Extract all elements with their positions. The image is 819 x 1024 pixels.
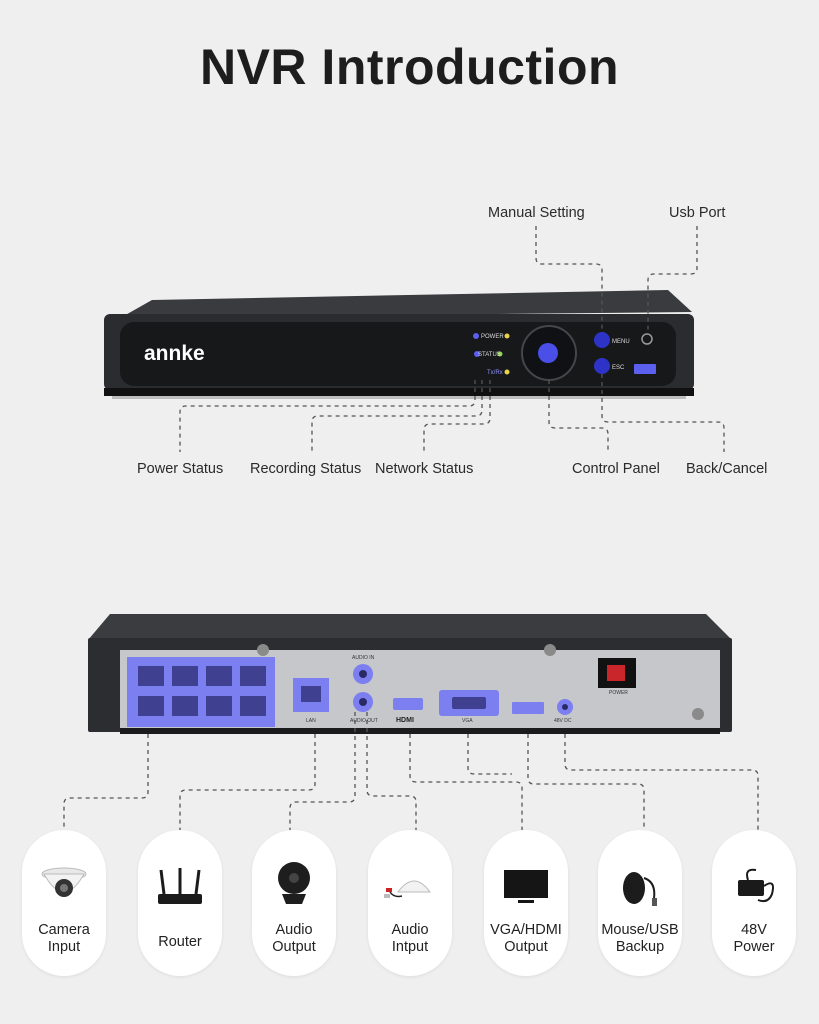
card-caption-line2: Power: [733, 939, 775, 955]
hdmi-label: HDMI: [396, 717, 414, 724]
label-power-status: Power Status: [137, 461, 224, 477]
card-caption-line1: Camera: [38, 922, 90, 938]
card-caption-line2: Output: [272, 939, 316, 955]
rear-usb-port[interactable]: [512, 702, 544, 714]
card-caption-line2: Backup: [615, 939, 665, 955]
label-network-status: Network Status: [375, 461, 474, 477]
audio-out-label: AUDIO OUT: [350, 718, 378, 724]
card-caption-line2: Intput: [391, 939, 429, 955]
led-label-status: STATUS: [478, 352, 501, 358]
menu-button[interactable]: [594, 332, 610, 348]
label-manual-setting: Manual Setting: [488, 205, 585, 221]
power-adapter-icon: [738, 868, 774, 903]
led-label-txrx: Tx/Rx: [487, 370, 503, 376]
lan-label: LAN: [306, 718, 316, 724]
page-title: NVR Introduction: [199, 39, 620, 95]
audio-in-label: AUDIO IN: [352, 655, 375, 661]
microphone-icon: [384, 880, 431, 898]
esc-label: ESC: [612, 365, 625, 371]
nvr-front-unit: annke POWER STATUS Tx/Rx MENU ESC: [104, 290, 694, 399]
speaker-icon: [278, 862, 310, 904]
router-icon: [158, 868, 202, 904]
menu-label: MENU: [612, 339, 630, 345]
mouse-icon: [623, 872, 657, 906]
hdmi-port[interactable]: [393, 698, 423, 710]
card-caption-line1: 48V: [741, 922, 767, 938]
label-recording-status: Recording Status: [250, 461, 362, 477]
nvr-rear-unit: LAN AUDIO IN AUDIO OUT HDMI VGA 48V DC P…: [88, 614, 732, 734]
card-caption-line2: Input: [47, 939, 81, 955]
vga-label: VGA: [462, 718, 473, 724]
ground-screw: [692, 708, 704, 720]
card-caption-line2: Output: [504, 939, 548, 955]
label-back-cancel: Back/Cancel: [686, 461, 768, 477]
label-control-panel: Control Panel: [572, 461, 660, 477]
card-caption-line1: Router: [158, 934, 202, 950]
reset-icon: [641, 333, 653, 345]
front-usb-port[interactable]: [634, 364, 656, 374]
dc-label: 48V DC: [554, 718, 572, 724]
brand-logo: annke: [144, 342, 205, 365]
control-wheel-center[interactable]: [538, 343, 558, 363]
esc-button[interactable]: [594, 358, 610, 374]
led-label-power: POWER: [481, 334, 504, 340]
card-caption-line1: Audio: [391, 922, 429, 938]
card-caption-line1: Audio: [275, 922, 313, 938]
card-caption-line1: VGA/HDMI: [490, 922, 562, 938]
card-router: Router: [138, 830, 222, 976]
monitor-icon: [504, 870, 548, 903]
power-switch-label: POWER: [609, 690, 628, 696]
dome-camera-icon: [41, 867, 87, 897]
label-usb-port: Usb Port: [669, 205, 726, 221]
card-caption-line1: Mouse/USB: [601, 922, 679, 938]
